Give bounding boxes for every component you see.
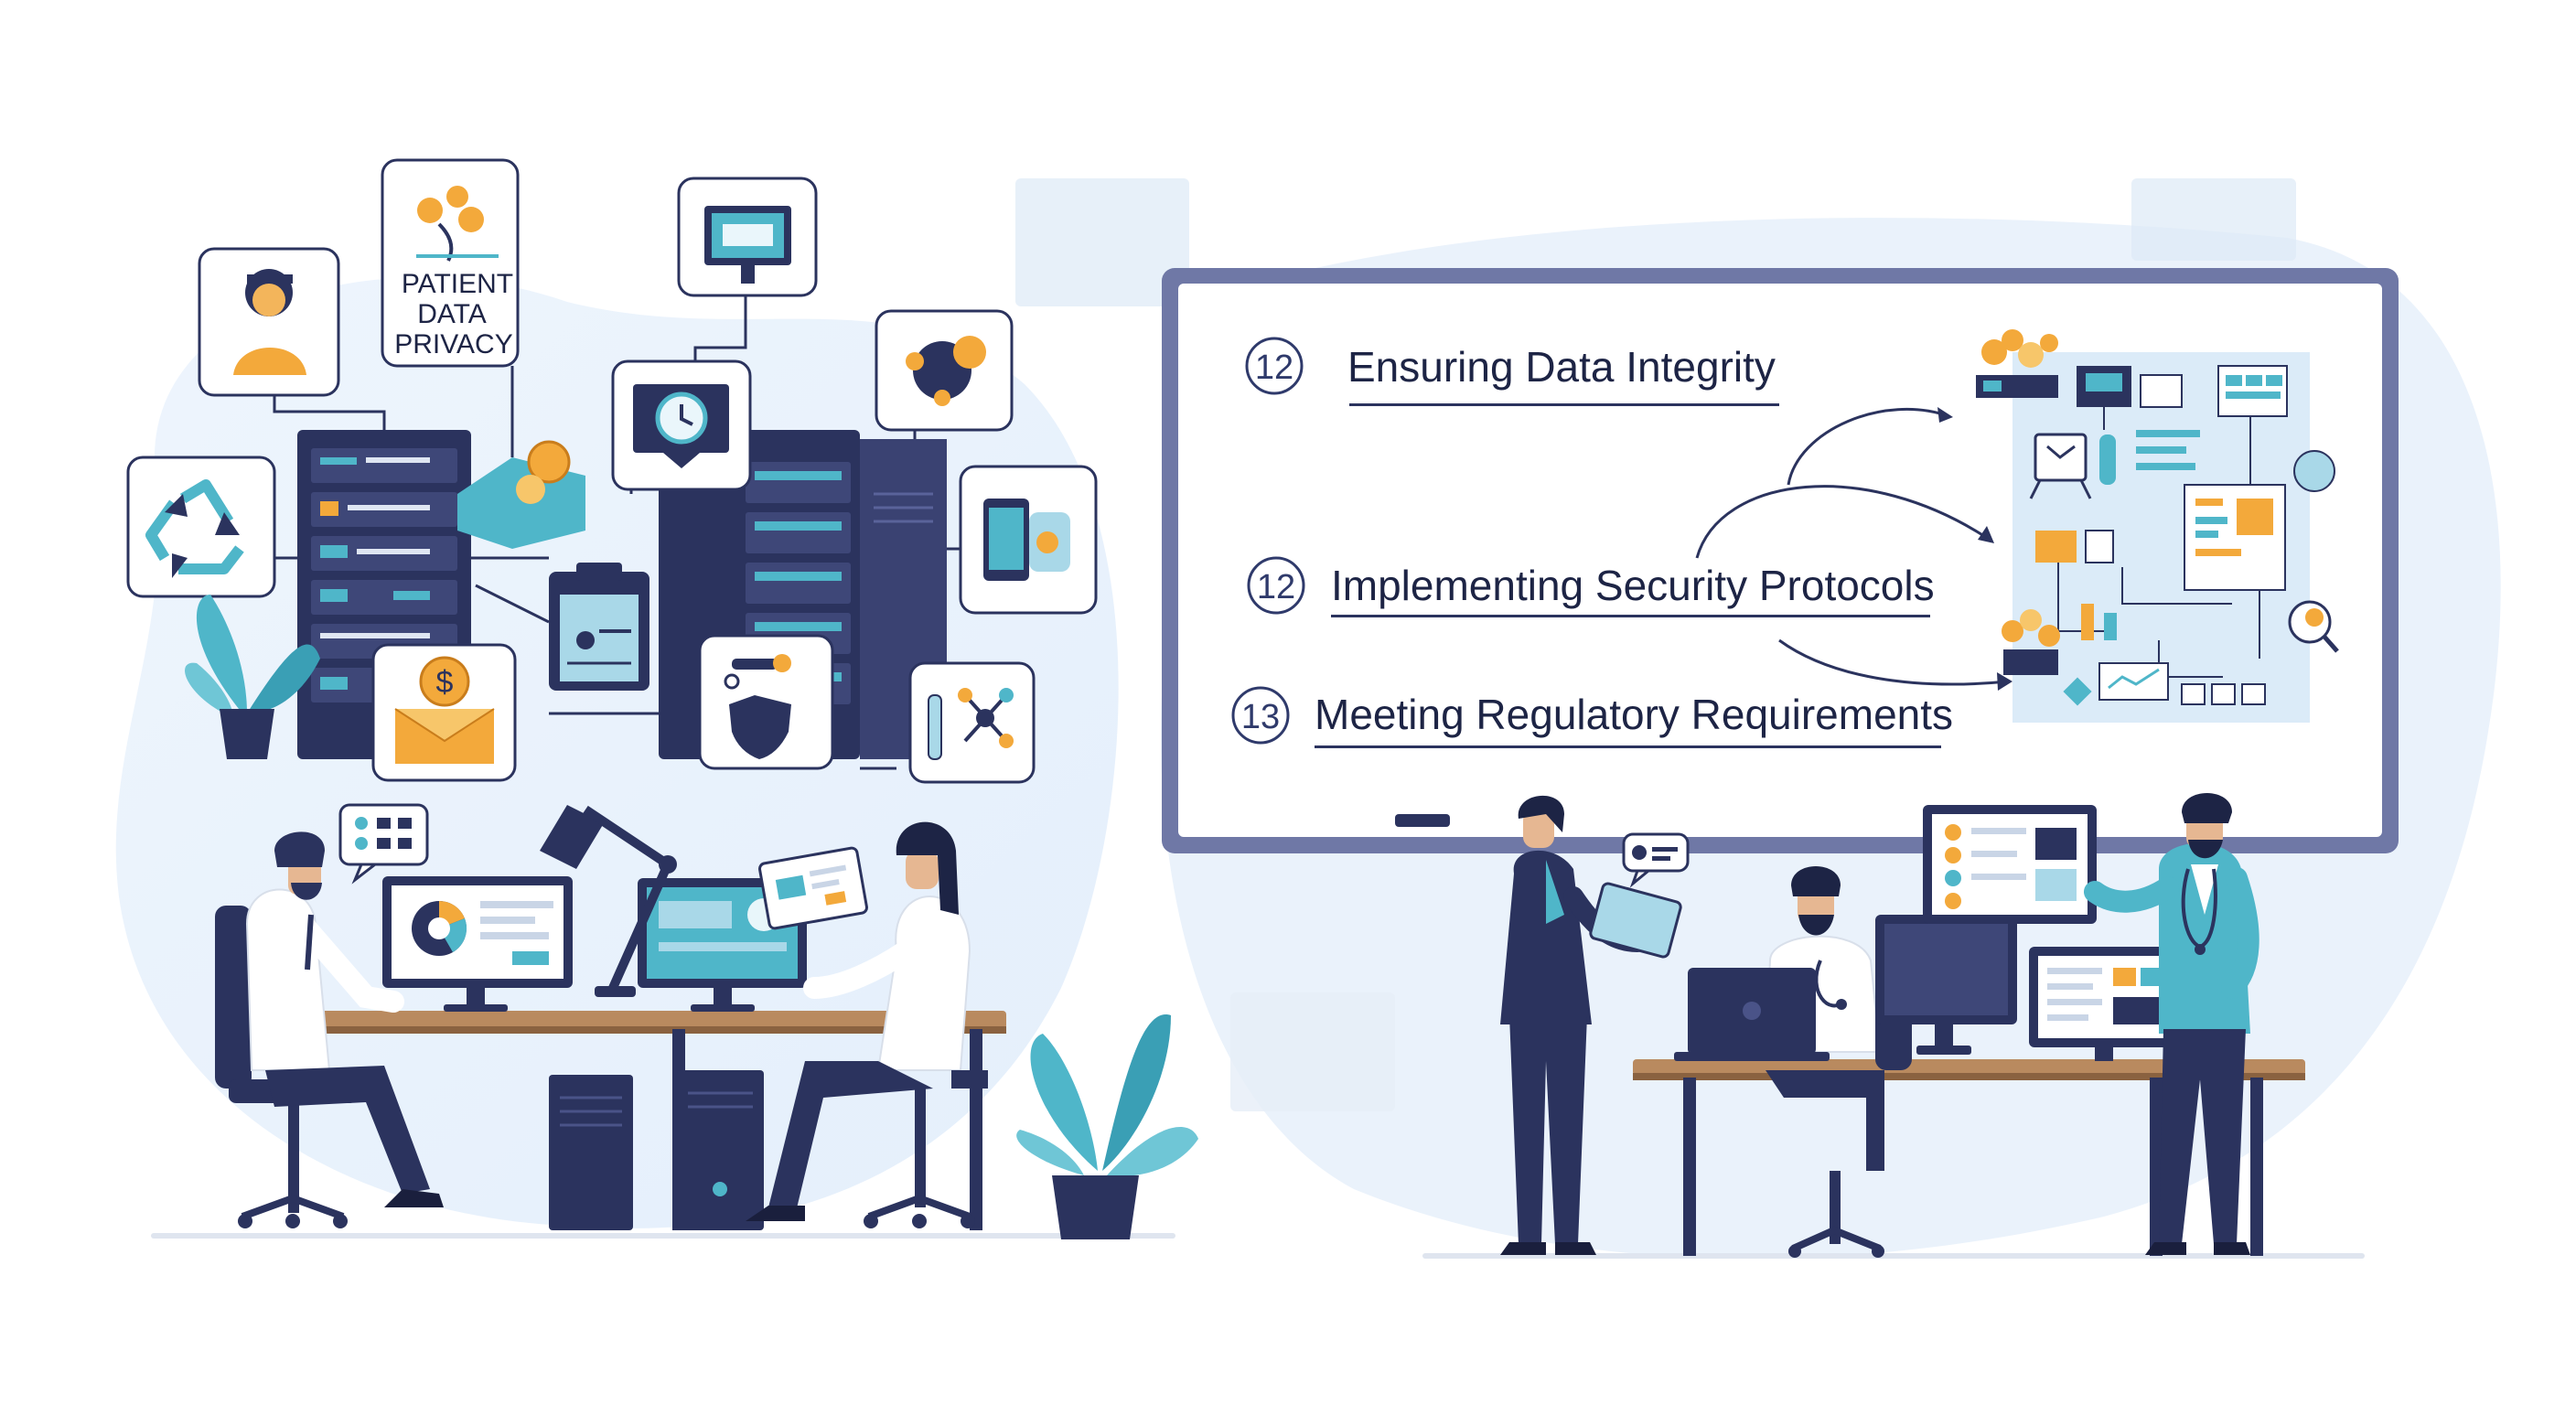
monitor-icon <box>704 206 791 284</box>
privacy-label-line3: PRIVACY <box>394 329 512 359</box>
chat-bubble-icon <box>1622 832 1690 888</box>
money-envelope-icon: $ <box>394 656 495 764</box>
right-team-scene <box>1422 793 2365 1259</box>
faint-wireframe-panel <box>1015 178 1189 306</box>
potted-plant <box>185 595 320 759</box>
currency-symbol: $ <box>436 665 454 700</box>
whiteboard-item-3: 13 Meeting Regulatory Requirements <box>1231 686 1953 748</box>
patient-data-privacy-card: PATIENT DATA PRIVACY <box>381 158 520 368</box>
pc-tower <box>677 1070 764 1230</box>
diagram-robot-icon <box>2029 433 2092 499</box>
icon-card-monitor <box>677 177 818 297</box>
person-icon <box>233 269 306 375</box>
icon-card-person <box>198 247 340 397</box>
icon-card-money: $ <box>371 643 517 782</box>
coins-icon <box>457 440 585 549</box>
icon-card-network <box>875 309 1014 432</box>
desk-leg <box>2150 1078 2163 1256</box>
desk-top <box>320 1011 1006 1029</box>
recycle-arrowheads <box>165 494 240 578</box>
privacy-label-line2: DATA <box>417 299 487 329</box>
molecule-icon <box>928 688 1014 760</box>
monitor <box>1875 915 2017 1055</box>
faint-wireframe-panel <box>2131 178 2296 261</box>
clipboard-icon <box>549 563 649 691</box>
clock-monitor-icon <box>633 384 729 468</box>
standing-doctor-figure <box>2084 793 2259 1255</box>
item-label: Meeting Regulatory Requirements <box>1315 691 1953 738</box>
floor-line <box>151 1233 1175 1239</box>
pc-tower <box>549 1075 633 1230</box>
monitor <box>2029 947 2184 1061</box>
laptop-icon <box>1674 968 1830 1061</box>
chat-bubble-icon <box>338 803 429 885</box>
item-label: Implementing Security Protocols <box>1331 562 1935 609</box>
monitor <box>1923 805 2097 924</box>
left-desk-scene <box>151 803 1175 1239</box>
coins-pile-icon <box>1976 329 2058 398</box>
floor-line <box>1422 1253 2365 1259</box>
faint-wireframe-panel <box>1230 992 1395 1111</box>
item-number-badge: 12 <box>1255 349 1293 387</box>
whiteboard-marker-tray <box>1395 814 1450 827</box>
icon-card-mobile <box>959 465 1098 615</box>
shield-key-icon <box>724 654 791 759</box>
desk-edge <box>320 1026 1006 1034</box>
workflow-diagram <box>1976 329 2339 723</box>
whiteboard: 12 Ensuring Data Integrity 12 Implementi… <box>1162 268 2399 853</box>
icon-card-recycle <box>126 456 276 598</box>
desk-leg <box>970 1029 982 1230</box>
desk-lamp <box>540 805 677 997</box>
desk-leg <box>1683 1078 1696 1256</box>
network-globe-icon <box>906 336 986 406</box>
icon-card-molecule <box>908 661 1036 784</box>
item-number-badge: 13 <box>1241 698 1280 736</box>
search-magnifier-icon <box>2288 600 2339 653</box>
coins-pile-icon <box>2002 609 2060 675</box>
whiteboard-item-2: 12 Implementing Security Protocols <box>1247 556 1935 617</box>
desk-edge <box>1633 1073 2305 1080</box>
mobile-devices-icon <box>983 499 1070 581</box>
item-label: Ensuring Data Integrity <box>1347 343 1776 391</box>
tablet-icon <box>758 846 868 930</box>
connector-line <box>273 393 386 430</box>
flow-arrows <box>1695 407 2009 686</box>
connector-line <box>475 584 550 624</box>
privacy-label-line1: PATIENT <box>402 269 513 299</box>
recycle-icon <box>145 479 244 574</box>
potted-plant <box>1016 1014 1198 1239</box>
seated-man-figure <box>215 831 444 1228</box>
puzzle-coins-icon <box>416 186 499 262</box>
icon-card-clock <box>611 359 752 491</box>
item-number-badge: 12 <box>1257 568 1295 606</box>
whiteboard-item-1: 12 Ensuring Data Integrity <box>1245 337 1779 406</box>
standing-woman-figure <box>1500 795 1682 1255</box>
seated-woman-figure <box>746 821 988 1228</box>
diagram-lab-icon <box>2081 604 2117 640</box>
icon-card-shield <box>698 634 834 770</box>
desk-leg <box>2250 1078 2263 1256</box>
